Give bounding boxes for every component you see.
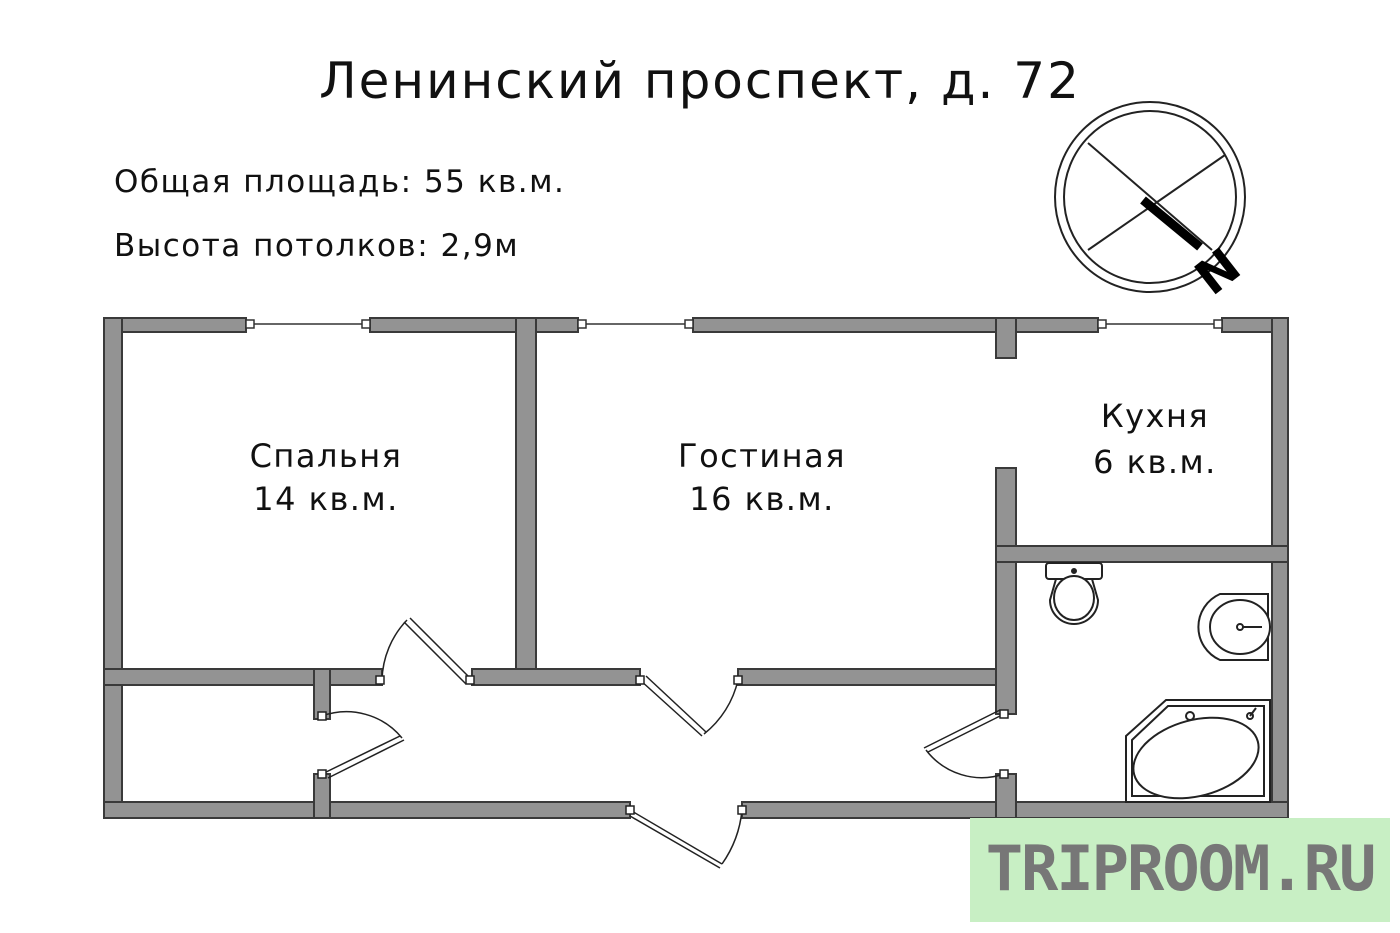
sink-icon	[1197, 593, 1271, 661]
doors	[317, 617, 1009, 869]
watermark-text: TRIPROOM.RU	[985, 832, 1377, 905]
page-title: Ленинский проспект, д. 72	[319, 52, 1081, 110]
room-area-kitchen: 6 кв.м.	[1093, 443, 1217, 481]
toilet-icon	[1045, 562, 1103, 625]
room-area-living-room: 16 кв.м.	[689, 480, 835, 518]
room-name-kitchen: Кухня	[1101, 397, 1209, 435]
ceiling-height-label: Высота потолков: 2,9м	[114, 228, 520, 264]
windows	[245, 319, 1223, 329]
room-labels: Спальня 14 кв.м. Гостиная 16 кв.м. Кухня…	[250, 397, 1217, 518]
compass-icon	[1054, 101, 1246, 293]
watermark: TRIPROOM.RU	[970, 818, 1390, 922]
room-name-living-room: Гостиная	[678, 437, 846, 475]
walls	[103, 317, 1289, 819]
total-area-label: Общая площадь: 55 кв.м.	[114, 164, 566, 200]
room-area-bedroom: 14 кв.м.	[253, 480, 399, 518]
room-name-bedroom: Спальня	[250, 437, 403, 475]
bathtub-icon	[1125, 699, 1271, 803]
